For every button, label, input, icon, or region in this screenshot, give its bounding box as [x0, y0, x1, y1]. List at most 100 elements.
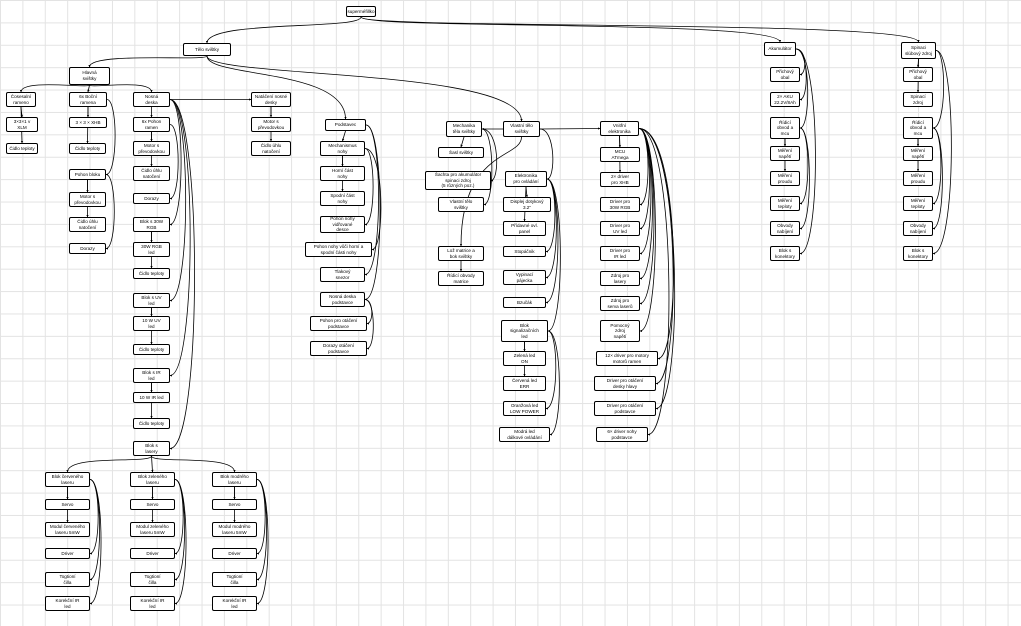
node-i-pomocny[interactable]: Pomocný zdroj napětí [600, 320, 640, 342]
node-s-blok[interactable]: Blok s konektory [903, 246, 933, 261]
node-m-vlastni[interactable]: Vlastní tělo svištky [438, 197, 484, 212]
node-p-nosna[interactable]: Nosná deska podstavce [320, 292, 365, 307]
node-lm-mod[interactable]: Modul modrého laseru 5mW [212, 522, 257, 537]
node-s-obvody[interactable]: Obvody nabíjení [903, 221, 933, 236]
node-lm-driver[interactable]: Driver [212, 548, 257, 559]
node-m-ridici[interactable]: Řídicí obvody matrice [438, 271, 484, 286]
node-buv-led[interactable]: 10 W UV led [133, 316, 170, 331]
node-v-vypin[interactable]: Vypinací pájecka [503, 270, 546, 285]
node-m-sachta[interactable]: Šachta pro akumulátor spinaci zdroj (5 r… [425, 171, 491, 190]
node-p-doraz[interactable]: Dorazy otáčení podstavce [310, 341, 367, 356]
node-telo[interactable]: Tělo svištky [183, 43, 231, 56]
node-i-12x[interactable]: 12× driver pro motory motorů ramen [596, 351, 658, 366]
node-bocni[interactable]: 6x Boční ramena [69, 92, 107, 107]
node-p-spodni[interactable]: Spodní část nohy [320, 191, 365, 206]
node-n-pohon[interactable]: 6x Pohon ramen [133, 117, 170, 132]
node-i-6x[interactable]: 6× driver nohy podstavce [596, 427, 648, 442]
node-p-tlak[interactable]: Tlakový snezor [320, 267, 365, 282]
node-bir-cidlo[interactable]: Čidlo teploty [133, 418, 170, 429]
node-s-ridici[interactable]: Řídicí obvod a mcu [903, 117, 933, 139]
node-v-elek[interactable]: Elektronika pro ovládání [505, 171, 547, 187]
node-lc-servo[interactable]: Servo [45, 499, 90, 510]
node-lz-driver[interactable]: Driver [130, 548, 175, 559]
node-pb-motor[interactable]: Motor s převodovkou [69, 192, 106, 207]
node-s-napeti[interactable]: Měření napětí [903, 146, 933, 161]
node-p-horni[interactable]: Horní část nohy [320, 166, 365, 181]
node-s-spinaci[interactable]: Spinací zdroj [903, 92, 933, 107]
node-n-doraz[interactable]: Dorazy [133, 193, 170, 204]
node-cosesalni[interactable]: Čosesalní rameno [6, 92, 36, 107]
node-a-prich[interactable]: Přichový obal [770, 67, 800, 82]
node-akum[interactable]: Akumulátor [764, 42, 796, 56]
node-lm-servo[interactable]: Servo [212, 499, 257, 510]
node-nd-cidlo[interactable]: Čidlo úhlu natočení [251, 141, 291, 156]
node-a-napeti[interactable]: Měření napětí [770, 146, 800, 161]
node-lz[interactable]: Blok zeleného laseru [130, 472, 175, 487]
node-vlastni[interactable]: Vlastní tělo svištky [503, 121, 540, 137]
node-c-3x3[interactable]: 3×3×1 v XLM [6, 117, 38, 132]
node-b-cidlo[interactable]: Čidlo teploty [69, 143, 106, 154]
node-a-tepl[interactable]: Měření teploty [770, 196, 800, 211]
node-nd-motor[interactable]: Motor s převodovkou [251, 117, 291, 132]
node-p-pohon[interactable]: Pohon nohy vidřované desce [320, 216, 365, 233]
node-lc-tog[interactable]: Togtioní čilla [45, 572, 90, 587]
node-lc[interactable]: Blok červeného laseru [45, 472, 90, 487]
node-lm[interactable]: Blok modrého laseru [212, 472, 257, 487]
node-spinac[interactable]: Spinaci slúbový zdroj [901, 42, 936, 59]
node-i-30w[interactable]: Driver pro 30W RGB [600, 197, 640, 212]
node-m-loz[interactable]: Lož matrice a bok svištky [438, 246, 484, 261]
node-n-motor[interactable]: Motor s převodovkou [133, 141, 170, 156]
node-i-mcu[interactable]: MCU ATmega [600, 147, 640, 162]
node-v-displ[interactable]: Displej dotykový 3.2" [503, 197, 551, 212]
node-i-driver-ot[interactable]: Driver pro otáčení desky hlavy [594, 376, 656, 391]
node-a-blok[interactable]: Blok s konektory [770, 246, 800, 261]
node-v-stopt[interactable]: Stopáčnik [503, 246, 546, 257]
node-pb-cidlo[interactable]: Čidlo úhlu natočení [69, 217, 106, 232]
node-p-mech[interactable]: Mechanismus nohy [320, 141, 365, 156]
node-a-2x[interactable]: 2× AKU 22.2V/8Ah [770, 92, 800, 107]
node-lz-tog[interactable]: Togtioní čilla [130, 572, 175, 587]
node-lz-kor[interactable]: Korekční IR led [130, 596, 175, 611]
node-i-driver-pod[interactable]: Driver pro otáčení podstavce [594, 401, 656, 416]
node-podstavec[interactable]: Podstavec [325, 119, 366, 131]
node-a-ridici[interactable]: Řídicí obvod a mcu [770, 117, 800, 139]
node-buv-cidlo[interactable]: Čidlo teploty [133, 344, 170, 355]
node-nosna[interactable]: Nosná deska [133, 92, 170, 107]
node-i-zdroj-las[interactable]: Zdroj pro lasery [600, 271, 640, 286]
node-s-tepl[interactable]: Měření teploty [903, 196, 933, 211]
node-natacivi[interactable]: Natáčení nosné desky [251, 92, 291, 107]
node-b30-cidlo[interactable]: Čidlo teploty [133, 268, 170, 279]
node-p-pohon2[interactable]: Pohon nohy vůči horní a spodní části noh… [305, 242, 372, 257]
node-i-zdroj-serva[interactable]: Zdroj pro serva laserů [600, 296, 640, 311]
node-blok30[interactable]: Blok s 30W RGB [133, 217, 170, 232]
node-v-oranz[interactable]: Oranžová led LOW POWER [503, 401, 546, 416]
node-i-2x[interactable]: 2× driver pro XHB [600, 172, 640, 187]
node-m-sal[interactable]: Šasl svištky [438, 147, 484, 158]
node-lc-mod[interactable]: Modul červeného laseru 5mW [45, 522, 90, 537]
node-a-proud[interactable]: Měření proudu [770, 171, 800, 186]
node-a-obvody[interactable]: Obvody nabíjení [770, 221, 800, 236]
node-blokuv[interactable]: Blok s UV led [133, 293, 170, 308]
node-mechanika[interactable]: Mechanika těla svištky [446, 121, 482, 137]
node-n-cidlo[interactable]: Čidlo úhlu natočení [133, 166, 170, 181]
node-s-proud[interactable]: Měření proudu [903, 171, 933, 186]
node-laser[interactable]: Blok s lasery [133, 441, 170, 456]
node-lc-driver[interactable]: Driver [45, 548, 90, 559]
node-v-modra[interactable]: Modrá led dálkové ovládání [499, 427, 550, 442]
node-lz-mod[interactable]: Modul zeleného laseru 5mW [130, 522, 175, 537]
node-p-pohonoto[interactable]: Pohon pro otáčení podstavce [310, 316, 367, 331]
node-s-prich[interactable]: Přichový obal [903, 67, 933, 82]
node-v-zel[interactable]: Zelená led ON [503, 351, 546, 366]
node-lz-servo[interactable]: Servo [130, 499, 175, 510]
node-bir-led[interactable]: 10 W IR led [133, 392, 170, 403]
node-pb-doraz[interactable]: Dorazy [69, 243, 106, 254]
node-lm-kor[interactable]: Korekční IR led [212, 596, 257, 611]
node-lm-tog[interactable]: Togtioní čilla [212, 572, 257, 587]
node-v-bzucak[interactable]: Bzučák [503, 297, 546, 308]
node-c-cidlo[interactable]: Čidlo teploty [6, 143, 38, 154]
node-i-uv[interactable]: Driver pro UV led [600, 221, 640, 236]
node-vnitrni[interactable]: Vnitřní elektronika [600, 121, 639, 136]
node-v-prid[interactable]: Přídavné ovl. panel [503, 221, 546, 236]
node-i-ir[interactable]: Driver pro IR led [600, 246, 640, 261]
